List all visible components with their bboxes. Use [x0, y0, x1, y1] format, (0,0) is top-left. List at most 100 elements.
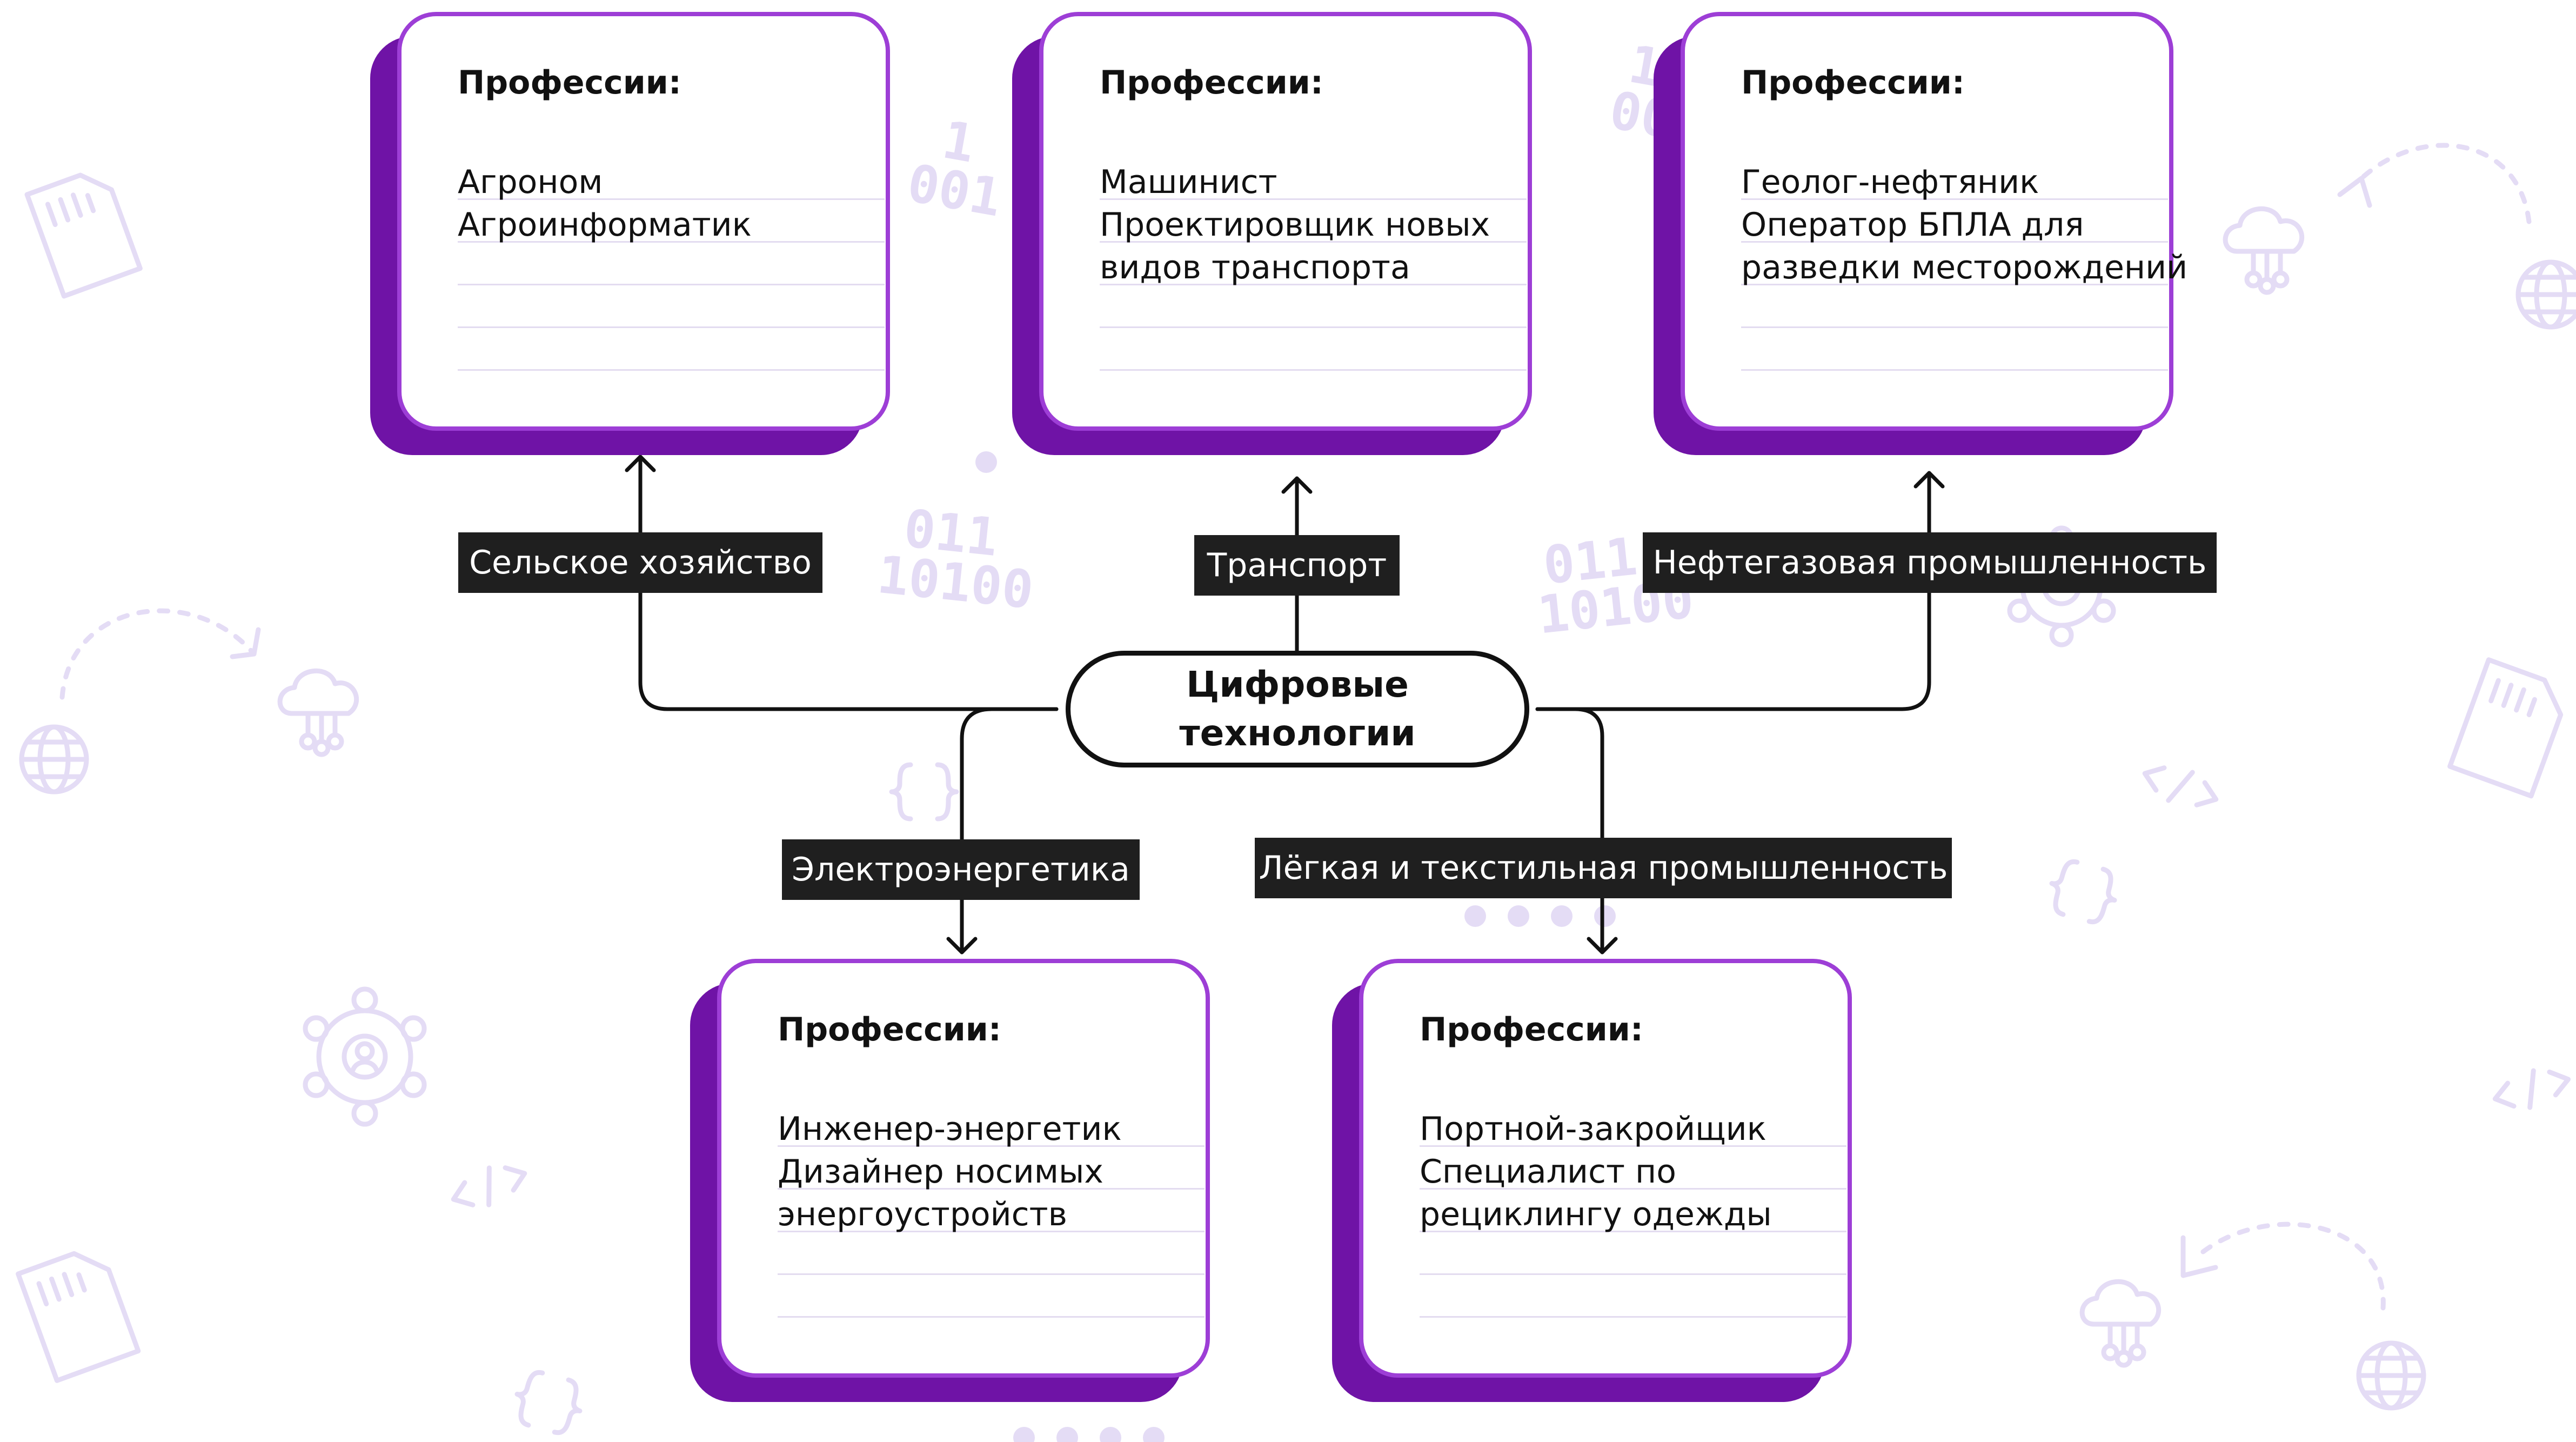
sd-card-icon [2447, 657, 2564, 799]
profession-item: Агроинформатик [458, 206, 752, 244]
profession-item: Портной-закройщик [1420, 1110, 1767, 1148]
arrowhead-agriculture [625, 455, 656, 472]
globe-icon [2356, 1340, 2426, 1411]
arrowhead-textile [1587, 937, 1618, 954]
dashed-arrow-icon [2337, 143, 2532, 224]
branch-label-oilgas: Нефтегазовая промышленность [1643, 532, 2217, 593]
card-rule [1741, 198, 2168, 200]
card-rule [1100, 369, 1527, 371]
profession-item: рециклингу одежды [1420, 1196, 1772, 1233]
cloud-network-icon [2079, 1279, 2162, 1368]
svg-text:011: 011 [1541, 526, 1640, 596]
card-rule [1741, 369, 2168, 371]
card-rule [778, 1273, 1205, 1275]
card-rule [458, 369, 885, 371]
card-rule [1100, 198, 1527, 200]
globe-icon [2515, 259, 2576, 330]
center-node: Цифровые технологии [1066, 651, 1529, 767]
dashed-arrow-icon [59, 608, 261, 700]
code-braces-icon [514, 1370, 583, 1436]
arrowhead-oilgas [1913, 471, 1945, 489]
dots-row-icon [1013, 1427, 1165, 1442]
card-title: Профессии: [1100, 64, 1323, 102]
card-title: Профессии: [1741, 64, 1965, 102]
profession-item: разведки месторождений [1741, 249, 2188, 286]
connector-textile [1535, 707, 1604, 954]
branch-label-textile: Лёгкая и текстильная промышленность [1255, 838, 1952, 898]
card-rule [1100, 241, 1527, 243]
card-rule [778, 1145, 1205, 1147]
svg-text:1: 1 [938, 109, 979, 174]
card-rule [1100, 284, 1527, 285]
branch-label-energy: Электроэнергетика [782, 839, 1140, 900]
network-user-icon [303, 986, 427, 1127]
svg-text:011: 011 [901, 498, 1001, 568]
card-title: Профессии: [1420, 1011, 1643, 1049]
code-braces-icon [2049, 859, 2117, 925]
profession-card-energy: Профессии: Инженер-энергетик Дизайнер но… [690, 959, 1210, 1402]
card-rule [1741, 326, 2168, 328]
cloud-network-icon [2223, 206, 2305, 295]
card-rule [458, 284, 885, 285]
card-rule [1420, 1316, 1846, 1318]
card-face: Профессии: Портной-закройщик Специалист … [1359, 959, 1852, 1378]
profession-item: Специалист по [1420, 1153, 1676, 1191]
card-rule [778, 1231, 1205, 1232]
card-rule [458, 326, 885, 328]
profession-card-oilgas: Профессии: Геолог-нефтяник Оператор БПЛА… [1654, 12, 2187, 455]
card-rule [1420, 1273, 1846, 1275]
profession-item: Оператор БПЛА для [1741, 206, 2084, 244]
dots-row-icon [975, 451, 997, 473]
code-tag-icon [2492, 1068, 2571, 1110]
branch-label-transport: Транспорт [1194, 535, 1400, 596]
card-rule [458, 241, 885, 243]
card-face: Профессии: Агроном Агроинформатик [397, 12, 890, 431]
card-title: Профессии: [778, 1011, 1001, 1049]
code-braces-icon [889, 762, 959, 822]
arrowhead-energy [946, 937, 978, 954]
arrowhead-transport [1281, 476, 1313, 494]
card-rule [1420, 1145, 1846, 1147]
center-node-line2: технологии [1179, 712, 1416, 754]
card-rule [1100, 326, 1527, 328]
center-node-text: Цифровые технологии [1179, 660, 1415, 758]
card-rule [1420, 1231, 1846, 1232]
profession-item: Геолог-нефтяник [1741, 163, 2039, 201]
profession-card-textile: Профессии: Портной-закройщик Специалист … [1332, 959, 1852, 1402]
card-face: Профессии: Инженер-энергетик Дизайнер но… [717, 959, 1210, 1378]
profession-item: Дизайнер носимых [778, 1153, 1103, 1191]
profession-item: видов транспорта [1100, 249, 1410, 286]
branch-label-agriculture: Сельское хозяйство [458, 532, 822, 593]
sd-card-icon [16, 1251, 141, 1383]
center-node-line1: Цифровые [1186, 664, 1409, 705]
card-rule [458, 198, 885, 200]
profession-card-transport: Профессии: Машинист Проектировщик новых … [1012, 12, 1532, 455]
profession-item: Агроном [458, 163, 603, 201]
cloud-network-icon [277, 669, 359, 757]
profession-item: Машинист [1100, 163, 1277, 201]
card-rule [778, 1188, 1205, 1190]
card-face: Профессии: Геолог-нефтяник Оператор БПЛА… [1681, 12, 2187, 431]
connector-energy [960, 707, 1059, 954]
card-title: Профессии: [458, 64, 681, 102]
card-rule [1741, 284, 2168, 285]
sd-card-icon [24, 172, 143, 299]
code-tag-icon [451, 1165, 527, 1207]
profession-item: энергоустройств [778, 1196, 1067, 1233]
globe-icon [19, 724, 89, 795]
dots-row-icon [1464, 905, 1616, 927]
dashed-arrow-icon [2180, 1221, 2386, 1311]
profession-item: Проектировщик новых [1100, 206, 1490, 244]
svg-text:10100: 10100 [874, 544, 1036, 621]
card-face: Профессии: Машинист Проектировщик новых … [1039, 12, 1532, 431]
card-rule [1741, 241, 2168, 243]
profession-item: Инженер-энергетик [778, 1110, 1122, 1148]
card-rule [778, 1316, 1205, 1318]
card-rule [1420, 1188, 1846, 1190]
code-tag-icon [2142, 765, 2219, 807]
svg-text:001: 001 [903, 152, 1006, 228]
profession-card-agriculture: Профессии: Агроном Агроинформатик [370, 12, 890, 455]
